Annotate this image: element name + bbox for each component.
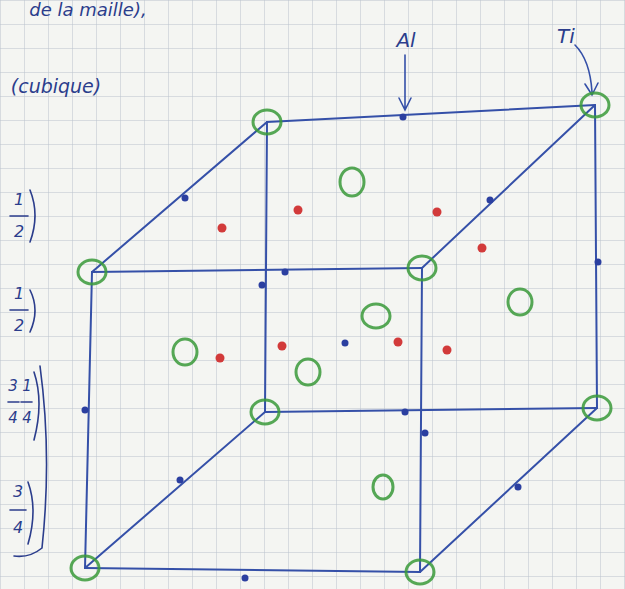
page-note: de la maille),: [29, 1, 146, 19]
atom-label: Ti: [557, 26, 575, 46]
fraction-digit: 3: [13, 484, 23, 500]
fraction-digit: 4: [13, 520, 23, 536]
fraction-digit: 4: [8, 411, 18, 426]
fraction-digit: 1: [14, 192, 24, 208]
cube-edges: [85, 105, 597, 572]
fraction-digit: 1: [14, 286, 24, 302]
ti-atoms: [71, 93, 611, 584]
atom-label: Al: [396, 30, 415, 50]
al-atoms-face: [216, 206, 487, 363]
al-atoms-edge: [82, 114, 602, 582]
fraction-digit: 1: [22, 379, 32, 394]
fraction-digit: 2: [14, 224, 24, 240]
fraction-digit: 4: [22, 411, 32, 426]
fraction-digit: 2: [14, 318, 24, 334]
lattice-note: (cubique): [11, 77, 101, 96]
fraction-digit: 3: [8, 379, 18, 394]
pointer-arrows: [399, 45, 598, 110]
fraction-marks: [8, 190, 47, 556]
